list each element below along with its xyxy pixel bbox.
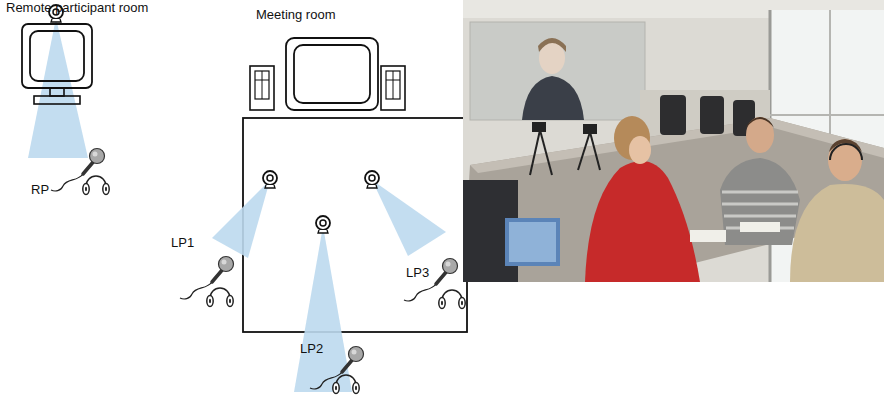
- participant-label: LP1: [171, 236, 194, 251]
- participant-label: LP2: [300, 342, 323, 357]
- room-title: Meeting room: [256, 8, 335, 23]
- room-title: Remote participant room: [6, 1, 148, 16]
- participant-label: LP3: [406, 266, 429, 281]
- photo: [463, 0, 884, 282]
- participant-label: RP: [31, 183, 49, 198]
